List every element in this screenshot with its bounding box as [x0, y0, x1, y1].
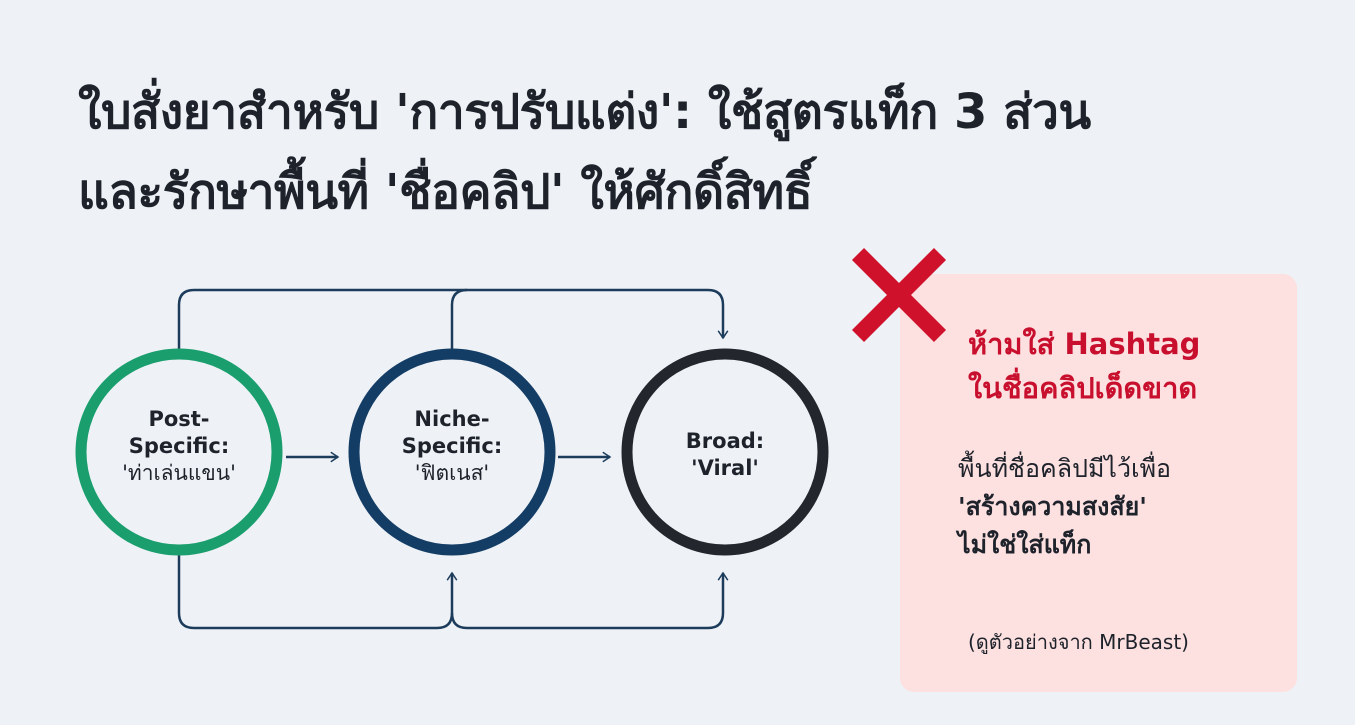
node-example: 'ฟิตเนส' — [414, 461, 490, 485]
title-line-1: ใบสั่งยาสำหรับ 'การปรับแต่ง': ใช้สูตรแท็… — [78, 84, 1091, 140]
connector-top-post-to-broad — [177, 288, 729, 350]
cross-icon — [851, 247, 947, 343]
node-post-specific-circle — [75, 348, 283, 556]
panel-body: พื้นที่ชื่อคลิปมีไว้เพื่อ 'สร้างความสงสั… — [958, 450, 1171, 564]
warning-panel: ห้ามใส่ Hashtag ในชื่อคลิปเด็ดขาด พื้นที… — [900, 274, 1297, 692]
title-line-2: และรักษาพื้นที่ 'ชื่อคลิป' ให้ศักดิ์สิทธ… — [78, 164, 813, 220]
page-title: ใบสั่งยาสำหรับ 'การปรับแต่ง': ใช้สูตรแท็… — [78, 72, 1318, 232]
panel-note: (ดูตัวอย่างจาก MrBeast) — [968, 630, 1189, 654]
connector-bottom-post-to-niche — [177, 555, 458, 630]
connector-top-niche-to-broad — [450, 288, 468, 350]
node-label-line: Broad: — [685, 429, 765, 453]
body-line-emphasis: ไม่ใช่ใส่แท็ก — [958, 530, 1092, 559]
warning-heading: ห้ามใส่ Hashtag ในชื่อคลิปเด็ดขาด — [968, 322, 1200, 410]
connector-bottom-niche-to-broad — [450, 571, 729, 630]
node-label-line: 'Viral' — [691, 456, 759, 480]
node-label-line: Niche- — [414, 407, 490, 431]
node-post-specific: Post- Specific: 'ท่าเล่นแขน' — [89, 406, 269, 487]
body-line: พื้นที่ชื่อคลิปมีไว้เพื่อ — [958, 454, 1172, 483]
node-broad: Broad: 'Viral' — [635, 428, 815, 482]
node-niche-specific-circle — [348, 348, 556, 556]
body-line-emphasis: 'สร้างความสงสัย' — [958, 492, 1147, 521]
node-example: 'ท่าเล่นแขน' — [122, 461, 236, 485]
node-broad-circle — [621, 348, 829, 556]
node-label-line: Specific: — [128, 434, 230, 458]
warning-line: ในชื่อคลิปเด็ดขาด — [968, 371, 1198, 405]
node-label-line: Post- — [148, 407, 210, 431]
node-niche-specific: Niche- Specific: 'ฟิตเนส' — [362, 406, 542, 487]
warning-line: ห้ามใส่ Hashtag — [968, 327, 1201, 361]
node-label-line: Specific: — [401, 434, 503, 458]
